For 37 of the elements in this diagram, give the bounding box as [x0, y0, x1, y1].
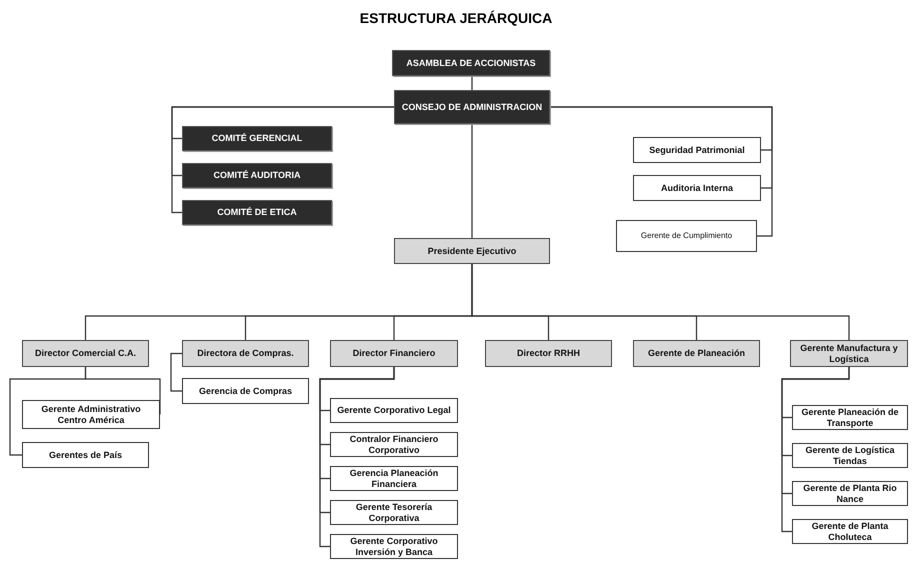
- diagram-title: ESTRUCTURA JERÁRQUICA: [358, 10, 554, 26]
- connector-line: [171, 106, 394, 214]
- connector-line: [471, 76, 473, 90]
- org-box: Presidente Ejecutivo: [394, 238, 550, 264]
- org-box: Gerente Manufactura y Logística: [790, 340, 908, 367]
- connector-line: [471, 264, 850, 340]
- connector-line: [9, 367, 86, 456]
- org-box: Directora de Compras.: [182, 340, 309, 367]
- org-box: Gerente de Planta Choluteca: [792, 519, 908, 544]
- org-box: Director Comercial C.A.: [22, 340, 149, 367]
- org-box: Director RRHH: [485, 340, 612, 367]
- org-box: Seguridad Patrimonial: [633, 137, 761, 163]
- org-box: Auditoria Interna: [633, 175, 761, 201]
- org-box: Gerente Planeación de Transporte: [792, 405, 908, 430]
- org-box: Gerente de Cumplimiento: [616, 220, 757, 252]
- org-box: Gerencia Planeación Financiera: [330, 466, 458, 491]
- org-box: ASAMBLEA DE ACCIONISTAS: [392, 50, 550, 76]
- org-box: COMITÉ DE ETICA: [182, 200, 332, 225]
- org-box: Gerente de Planta Rio Nance: [792, 481, 908, 506]
- org-box: Director Financiero: [330, 340, 458, 367]
- org-box: Gerente de Logística Tiendas: [792, 443, 908, 468]
- org-box: CONSEJO DE ADMINISTRACION: [394, 90, 550, 124]
- connector-line: [781, 367, 850, 532]
- org-box: Gerente Tesorería Corporativa: [330, 500, 458, 525]
- org-box: Gerente de Planeación: [633, 340, 760, 367]
- org-box: Contralor Financiero Corporativo: [330, 432, 458, 457]
- connector-line: [550, 106, 773, 237]
- org-box: Gerencia de Compras: [182, 378, 309, 404]
- connector-line: [170, 352, 182, 392]
- connector-line: [319, 367, 395, 548]
- org-box: COMITÉ GERENCIAL: [182, 126, 332, 151]
- org-box: Gerente Corporativo Inversión y Banca: [330, 534, 458, 559]
- connector-line: [471, 124, 473, 238]
- org-box: Gerentes de País: [22, 442, 149, 468]
- org-box: COMITÉ AUDITORIA: [182, 163, 332, 188]
- org-box: Gerente Corporativo Legal: [330, 398, 458, 423]
- org-box: Gerente Administrativo Centro América: [22, 400, 160, 429]
